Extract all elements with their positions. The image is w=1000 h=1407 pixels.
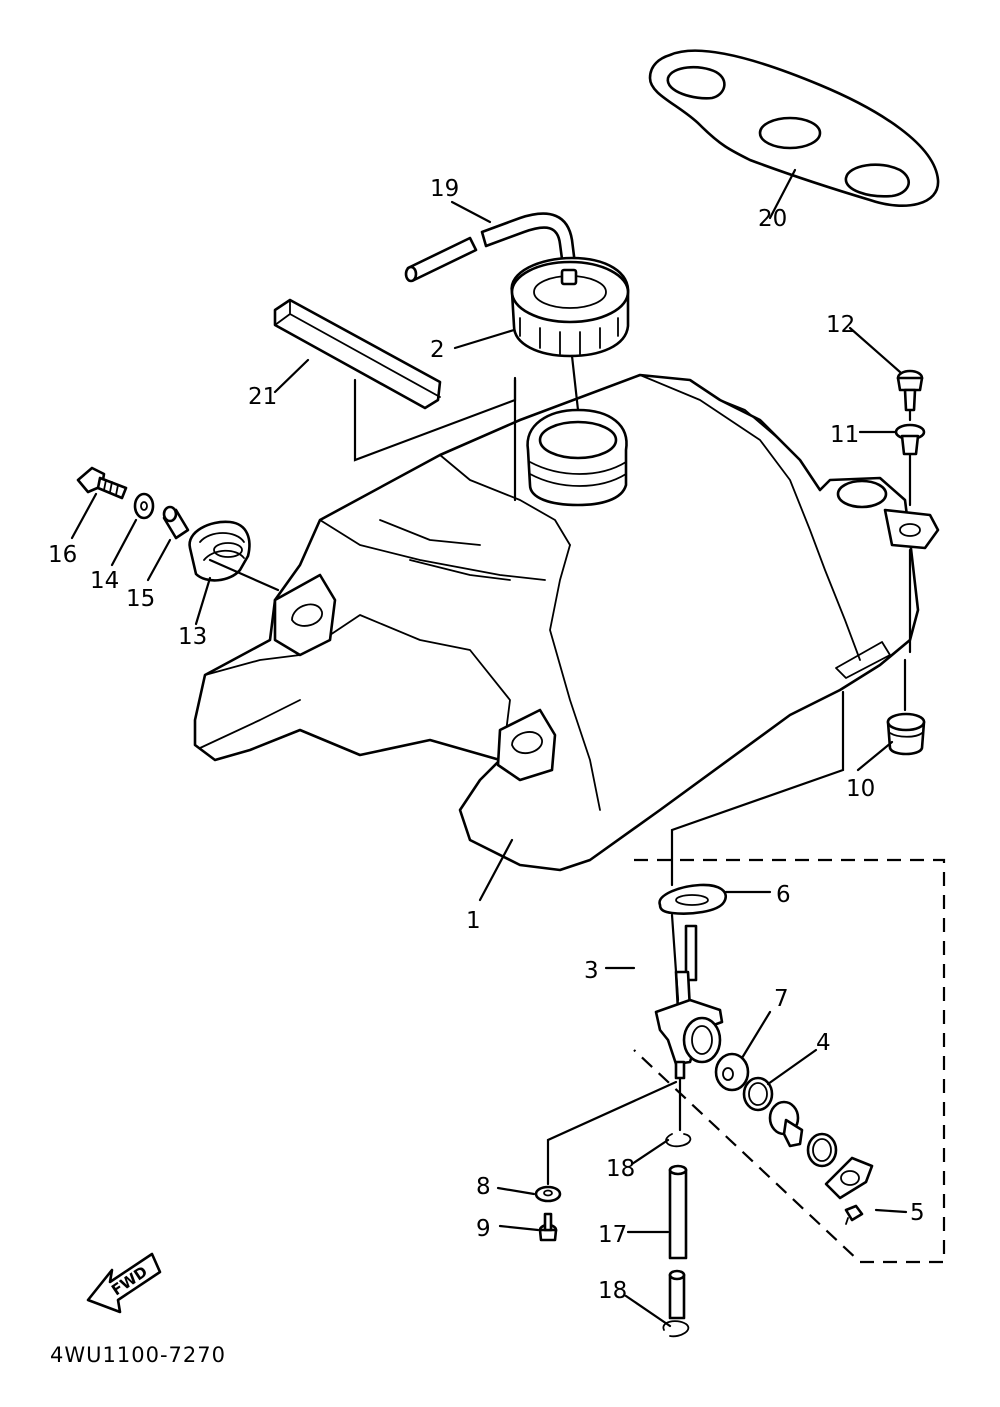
callout-13: 13 — [178, 624, 207, 650]
part-10-grommet — [886, 712, 926, 756]
part-1-fuel-tank — [193, 373, 940, 872]
callout-3: 3 — [584, 958, 599, 984]
callout-18-upper: 18 — [606, 1156, 635, 1182]
part-3-fuel-cock — [654, 924, 724, 1080]
callout-5: 5 — [910, 1200, 925, 1226]
callout-15: 15 — [126, 586, 155, 612]
forward-arrow: FWD — [86, 1252, 162, 1314]
callout-18-lower: 18 — [598, 1278, 627, 1304]
part-21-damper-strip — [273, 298, 442, 410]
part-14-washer — [133, 492, 155, 520]
part-5-screw — [844, 1204, 864, 1225]
callout-9: 9 — [476, 1216, 491, 1242]
part-6-gasket — [658, 883, 727, 915]
callout-14: 14 — [90, 568, 119, 594]
callout-19: 19 — [430, 176, 459, 202]
callout-6: 6 — [776, 882, 791, 908]
callout-labels: 19 20 2 21 12 11 16 14 15 13 10 1 6 3 7 … — [48, 176, 925, 1304]
part-seal — [806, 1132, 838, 1168]
callout-7: 7 — [774, 986, 789, 1012]
callout-21: 21 — [248, 384, 277, 410]
part-20-plate — [648, 49, 940, 207]
callout-17: 17 — [598, 1222, 627, 1248]
part-16-bolt — [76, 466, 128, 500]
drawing-code: 4WU1100-7270 — [50, 1343, 226, 1367]
part-18-clip-lower — [662, 1269, 690, 1338]
part-9-screw — [538, 1212, 558, 1242]
callout-16: 16 — [48, 542, 77, 568]
part-17-fuel-hose — [668, 1164, 688, 1260]
part-4-o-ring — [742, 1076, 774, 1112]
callout-8: 8 — [476, 1174, 491, 1200]
part-8-washer — [534, 1185, 562, 1203]
part-15-collar — [162, 505, 190, 540]
callout-11: 11 — [830, 422, 859, 448]
part-2-fuel-cap — [510, 256, 630, 358]
callout-1: 1 — [466, 908, 481, 934]
leader-lines — [70, 168, 908, 1328]
part-13-grommet — [188, 520, 251, 582]
assembly-lines — [208, 354, 946, 1264]
callout-20: 20 — [758, 206, 787, 232]
part-lever — [768, 1100, 804, 1148]
callout-10: 10 — [846, 776, 875, 802]
callout-2: 2 — [430, 337, 445, 363]
callout-12: 12 — [826, 312, 855, 338]
part-plate — [824, 1156, 874, 1200]
part-12-bolt — [896, 369, 924, 412]
part-7-lever-cap — [714, 1052, 750, 1092]
part-18-clip-upper — [665, 1133, 692, 1148]
part-11-collar — [894, 423, 926, 456]
callout-4: 4 — [816, 1030, 831, 1056]
